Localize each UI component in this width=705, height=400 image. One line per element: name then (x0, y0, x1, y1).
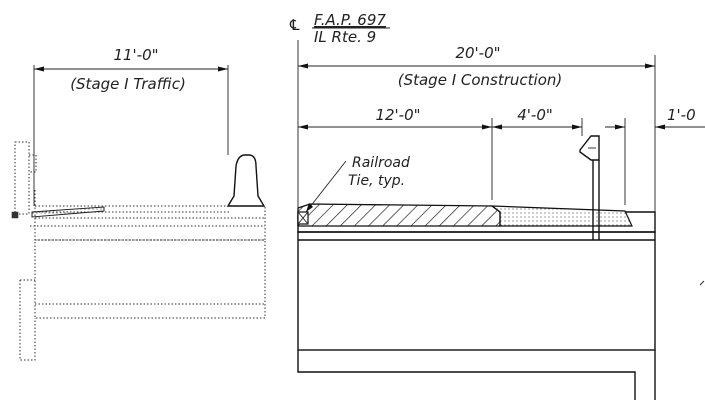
dim-12-label: 12'-0" (375, 106, 420, 124)
route-line1-label: F.A.P. 697 (314, 11, 386, 29)
construction-width-label: 20'-0" (455, 44, 500, 62)
dim-4-label: 4'-0" (517, 106, 553, 124)
dim-1-label: 1'-0 (667, 106, 696, 124)
traffic-width-label: 11'-0" (113, 46, 158, 64)
guardrail-post (579, 135, 600, 240)
small-tick (699, 280, 705, 286)
traffic-caption-label: (Stage I Traffic) (70, 75, 186, 93)
construction-dimension (297, 40, 656, 212)
railroad-tie-callout (305, 160, 347, 213)
railroad-tie-layer (297, 203, 501, 227)
sub-dimensions (298, 118, 705, 205)
route-line2-label: IL Rte. 9 (314, 28, 376, 46)
centerline-symbol: ℄ (288, 16, 301, 34)
existing-wearing-surface (31, 206, 105, 218)
new-wearing-surface (490, 205, 633, 227)
construction-caption-label: (Stage I Construction) (398, 71, 563, 89)
traffic-dimension (33, 65, 229, 206)
callout-line1-label: Railroad (352, 155, 410, 171)
temporary-concrete-barrier (226, 154, 266, 207)
new-structure (297, 211, 656, 400)
existing-structure (11, 141, 266, 361)
callout-line2-label: Tie, typ. (348, 173, 405, 189)
